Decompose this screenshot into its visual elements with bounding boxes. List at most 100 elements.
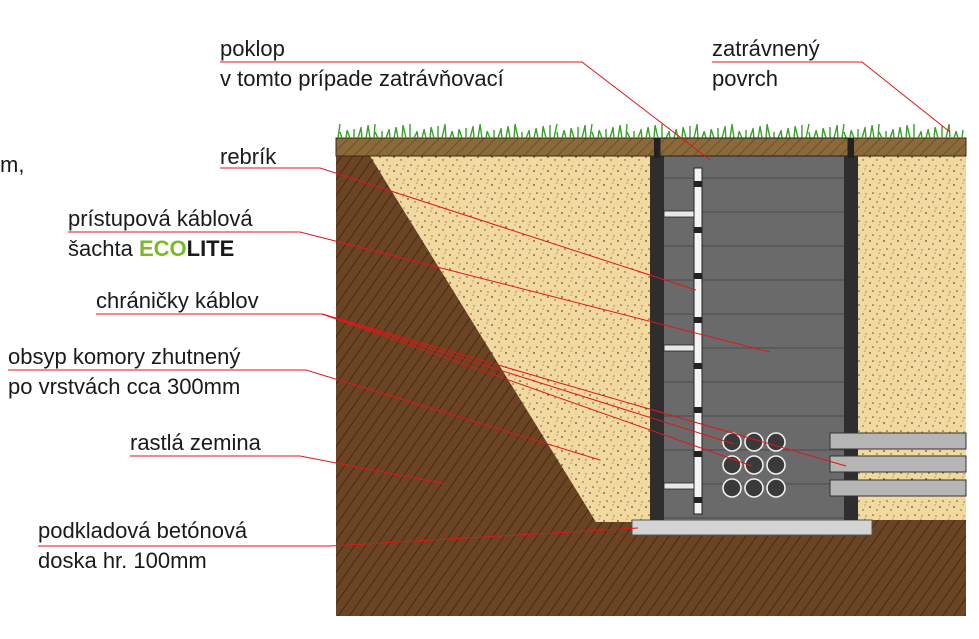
- grass-blade: [525, 130, 530, 139]
- leader-shaft: [68, 231, 771, 353]
- grass-blade: [701, 131, 705, 139]
- grass-blade: [413, 131, 418, 139]
- grass-blade: [626, 131, 631, 139]
- grass-blade: [877, 123, 880, 139]
- label-obsyp-2: po vrstvách cca 300mm: [8, 374, 241, 399]
- label-shaft: prístupová káblová: [68, 206, 253, 231]
- grass-blade: [385, 129, 390, 139]
- grass-blade: [337, 123, 341, 139]
- grass-blade: [477, 124, 481, 139]
- cable-tube: [744, 478, 764, 498]
- label-doska-2: doska hr. 100mm: [38, 548, 207, 573]
- grass-blade: [513, 124, 516, 139]
- ladder: [693, 167, 703, 515]
- grass-blade: [402, 124, 407, 139]
- grass-blade: [955, 130, 959, 139]
- grass-blade: [731, 123, 735, 139]
- grass-blade: [357, 127, 362, 139]
- grass-blade: [485, 131, 488, 139]
- grass-blade: [861, 127, 866, 139]
- grass-blade: [374, 131, 379, 139]
- grass-blade: [373, 123, 376, 139]
- grass-blade: [393, 127, 397, 139]
- grass-blade: [619, 124, 623, 139]
- grass-blade: [785, 128, 789, 139]
- ladder-bracket: [663, 210, 695, 218]
- grass-blade: [360, 126, 363, 139]
- leader-doska: [38, 527, 639, 547]
- grass-blade: [401, 125, 404, 139]
- leader-rebrik: [220, 167, 697, 291]
- grass-blade: [514, 123, 519, 139]
- leader-surface: [712, 61, 951, 133]
- label-cut-fragment: m,: [0, 152, 25, 177]
- grass-blade: [927, 128, 931, 139]
- ladder-brackets: [663, 181, 702, 503]
- ladder-bracket: [663, 344, 695, 352]
- grass-blade: [738, 130, 743, 139]
- concrete-base-slab: [631, 519, 873, 536]
- ladder-rung: [694, 407, 702, 413]
- grass-blade: [925, 129, 929, 139]
- grass-blade: [367, 124, 371, 139]
- grass-blade: [612, 126, 615, 139]
- grass-blade: [429, 127, 432, 139]
- grass-blade: [889, 129, 894, 139]
- grass-blade: [653, 125, 656, 139]
- ladder-bracket: [663, 482, 695, 490]
- grass-blade: [752, 127, 755, 139]
- cable-tube: [766, 432, 786, 452]
- grass-blade: [449, 131, 453, 139]
- grass-blade: [864, 126, 867, 139]
- label-shaft-brand-line: šachta ECOLITE: [68, 236, 234, 262]
- grass-blade: [597, 130, 600, 139]
- grass-blade: [917, 131, 922, 139]
- grass-blade: [822, 127, 827, 139]
- grass-blade: [441, 124, 446, 139]
- grass-blade: [682, 126, 687, 139]
- label-rastla: rastlá zemina: [130, 430, 261, 455]
- grass-blade: [696, 123, 699, 139]
- ladder-rung: [694, 363, 702, 369]
- label-surface-2: povrch: [712, 66, 779, 91]
- label-surface: zatrávnený: [712, 36, 820, 61]
- grass-blade: [472, 125, 475, 139]
- grass-blade: [906, 124, 911, 139]
- pipe-middle: [829, 455, 967, 473]
- grass-blade: [675, 128, 679, 139]
- grass-blade: [673, 129, 677, 139]
- label-chranicky: chráničky káblov: [96, 288, 259, 313]
- grass-blade: [843, 131, 847, 139]
- grass-blade: [850, 129, 855, 139]
- grass-blade: [395, 126, 399, 139]
- grass-blade: [681, 127, 684, 139]
- brand-eco: ECO: [138, 236, 187, 261]
- cable-tube: [766, 478, 786, 498]
- grass-blade: [953, 131, 957, 139]
- topsoil-layer: [335, 137, 967, 157]
- grass-blade: [765, 124, 768, 139]
- grass-blade: [920, 130, 923, 139]
- label-rebrik: rebrík: [220, 144, 277, 169]
- grass-blade: [365, 125, 369, 139]
- grass-blade: [709, 129, 712, 139]
- grass-blade: [528, 129, 531, 139]
- grass-blade: [458, 128, 463, 139]
- leader-poklop: [220, 61, 711, 161]
- grass-blade: [563, 129, 567, 139]
- grass-blade: [849, 130, 852, 139]
- grass-surface: [337, 123, 964, 139]
- grass-blade: [869, 125, 873, 139]
- label-doska: podkladová betónová: [38, 518, 248, 543]
- grass-blade: [794, 125, 799, 139]
- grass-lid: [659, 137, 849, 157]
- cable-tubes: [722, 432, 786, 498]
- grass-blade: [961, 129, 964, 139]
- label-shaft-prefix: šachta: [68, 236, 139, 261]
- grass-blade: [815, 129, 819, 139]
- grass-blade: [444, 123, 447, 139]
- grass-blade: [339, 131, 343, 139]
- grass-blade: [945, 124, 950, 139]
- grass-blade: [589, 123, 593, 139]
- backfill-obsyp: [370, 156, 650, 522]
